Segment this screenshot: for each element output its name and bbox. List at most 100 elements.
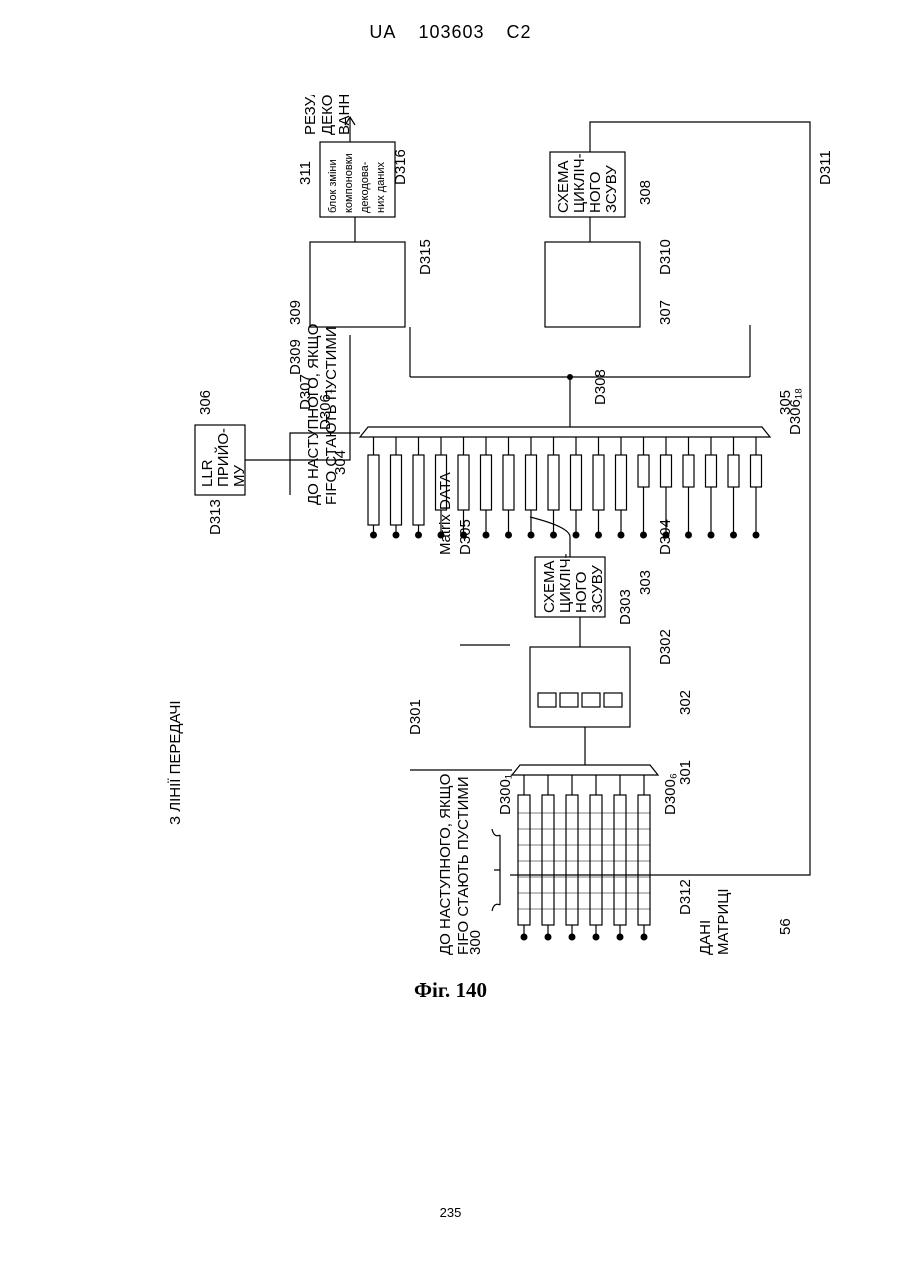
selector-301 (512, 765, 658, 775)
fifo-304-input-dot (685, 532, 692, 539)
patent-header: UA 103603 C2 (0, 22, 901, 43)
shift1-line4: ЗСУВУ (589, 565, 606, 613)
rearrange-line1: блок зміни (327, 159, 339, 213)
fifo-304-input-dot (415, 532, 422, 539)
ref-D311: D311 (817, 150, 830, 185)
fifo-304-7 (503, 455, 514, 510)
fifo-304-input-dot (753, 532, 760, 539)
label-to-next-1a: ДО НАСТУПНОГО, ЯКЩО (437, 774, 454, 955)
fifo-304-input-dot (618, 532, 625, 539)
rearrange-line2: компоновки (343, 153, 355, 213)
header-number: 103603 (418, 22, 484, 42)
fifo-304-10 (571, 455, 582, 510)
result-line3: ВАННЯ (336, 95, 353, 135)
memory-302-cells (538, 693, 622, 707)
rearrange-line3: декодова- (359, 161, 371, 213)
label-matrix-data: Matrix DATA (437, 472, 454, 555)
fifo-300-1 (518, 795, 530, 925)
ref-D312: D312 (677, 879, 694, 915)
ref-311: 311 (297, 161, 314, 185)
fifo-304-9 (548, 455, 559, 510)
ref-306: 306 (197, 390, 214, 415)
shift1-line3: НОГО (573, 572, 590, 613)
fifo-300-5 (614, 795, 626, 925)
fifo-304-input-dot (708, 532, 715, 539)
header-country: UA (369, 22, 396, 42)
ref-D308: D308 (592, 369, 609, 405)
shift2-line2: ЦИКЛІЧ- (571, 153, 588, 213)
input-matrix-data-2: МАТРИЦІ (715, 888, 732, 955)
fifo-304-6 (481, 455, 492, 510)
ref-D302: D302 (657, 629, 674, 665)
fifo-300-2 (542, 795, 554, 925)
input-matrix-data-1: ДАНІ (697, 920, 714, 955)
page-number: 235 (0, 1205, 901, 1220)
llr-line2: ПРИЙО- (214, 428, 232, 487)
fifo-304-input-dot (483, 532, 490, 539)
ref-D300-1: D300₁ (497, 774, 514, 815)
fifo-304-input-dot (528, 532, 535, 539)
fifo-300-3 (566, 795, 578, 925)
ref-D306-1: D306₁ (317, 389, 334, 430)
fifo-group-300 (492, 775, 650, 941)
ref-308: 308 (637, 180, 654, 205)
ref-301: 301 (677, 760, 694, 785)
ref-D303: D303 (617, 589, 634, 625)
llr-line1: LLR (199, 459, 216, 487)
fifo-304-11 (593, 455, 604, 510)
shift2-line1: СХЕМА (555, 161, 572, 214)
fifo-304-input-dot (505, 532, 512, 539)
fifo-304-13 (638, 455, 649, 487)
result-line2: ДЕКОДУ- (319, 95, 336, 135)
ref-D310: D310 (657, 239, 674, 275)
ref-D316: D316 (392, 149, 409, 185)
fifo-304-input-dot (640, 532, 647, 539)
fifo-304-3 (413, 455, 424, 525)
decoder-block-diagram: 300 ДО НАСТУПНОГО, ЯКЩО FIFO СТАЮТЬ ПУСТ… (150, 95, 830, 975)
fifo-304-input-dot (550, 532, 557, 539)
ref-D313: D313 (207, 499, 224, 535)
fifo-304-input-dot (573, 532, 580, 539)
ref-D304: D304 (657, 519, 674, 555)
ref-device-56: 56 (777, 918, 794, 935)
shift1-line1: СХЕМА (541, 561, 558, 614)
fifo-304-15 (683, 455, 694, 487)
ref-307: 307 (657, 300, 674, 325)
ref-309: 309 (287, 300, 304, 325)
fifo-304-2 (391, 455, 402, 525)
fifo-300-6 (638, 795, 650, 925)
fifo-304-12 (616, 455, 627, 510)
memory-302 (530, 647, 630, 727)
fifo-300-4 (590, 795, 602, 925)
fifo-304-8 (526, 455, 537, 510)
figure-140-diagram: 300 ДО НАСТУПНОГО, ЯКЩО FIFO СТАЮТЬ ПУСТ… (150, 95, 830, 975)
header-kind: C2 (507, 22, 532, 42)
ref-303: 303 (637, 570, 654, 595)
figure-caption: Фіг. 140 (0, 978, 901, 1003)
llr-line3: МУ (231, 465, 248, 487)
ref-D300-6: D300₆ (662, 773, 679, 815)
result-line1: РЕЗУЛЬТАТ (302, 95, 319, 135)
ref-D301: D301 (407, 699, 424, 735)
label-from-line: З ЛІНІЇ ПЕРЕДАЧІ (167, 700, 184, 825)
fifo-304-input-dot (370, 532, 377, 539)
fifo-304-5 (458, 455, 469, 510)
fifo-304-14 (661, 455, 672, 487)
shift1-line2: ЦИКЛІЧ- (557, 553, 574, 613)
memory-309 (310, 242, 405, 327)
fifo-304-input-dot (393, 532, 400, 539)
fifo-group-304 (368, 437, 762, 539)
memory-307 (545, 242, 640, 327)
fifo-304-18 (751, 455, 762, 487)
ref-D307: D307 (297, 374, 314, 410)
selector-305 (360, 427, 770, 437)
fifo-304-1 (368, 455, 379, 525)
ref-D309: D309 (287, 339, 304, 375)
fifo-304-17 (728, 455, 739, 487)
shift2-line4: ЗСУВУ (603, 165, 620, 213)
ref-D305: D305 (457, 519, 474, 555)
shift2-line3: НОГО (587, 172, 604, 213)
fifo-304-16 (706, 455, 717, 487)
ref-302: 302 (677, 690, 694, 715)
fifo-304-input-dot (730, 532, 737, 539)
